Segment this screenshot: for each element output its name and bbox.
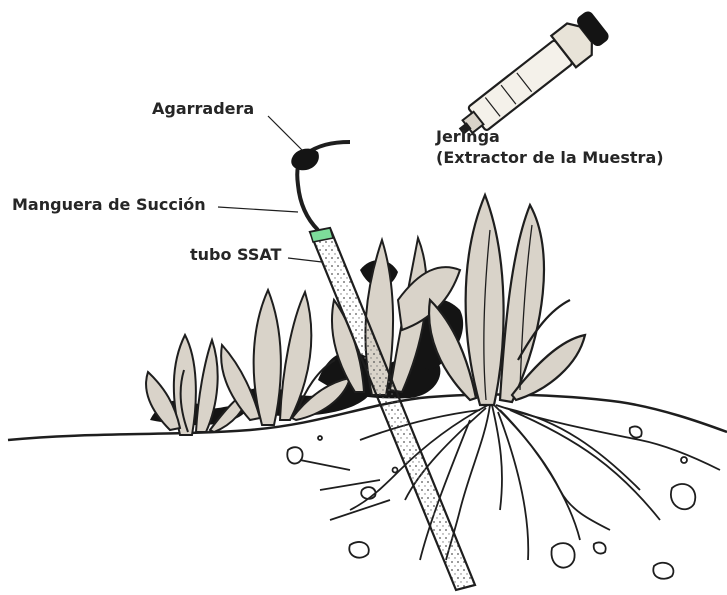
plant-large — [429, 195, 585, 405]
label-agarradera: Agarradera — [152, 100, 254, 118]
label-manguera: Manguera de Succión — [12, 196, 206, 214]
plant-middle-left — [221, 290, 350, 425]
label-leaders — [218, 116, 322, 262]
soil-pebbles — [287, 426, 695, 578]
label-tubo-ssat: tubo SSAT — [190, 246, 281, 264]
ground-line — [8, 395, 727, 440]
roots — [300, 405, 720, 560]
handle-grip — [291, 149, 319, 171]
label-jeringa: Jeringa — [436, 128, 500, 146]
label-extractor: (Extractor de la Muestra) — [436, 149, 664, 167]
